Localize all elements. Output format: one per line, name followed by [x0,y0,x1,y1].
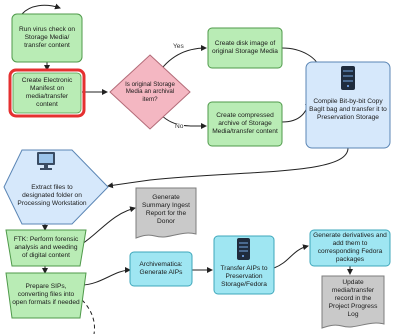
server-icon-transfer [237,238,250,260]
monitor-icon [37,152,55,170]
node-shape-transfer-aips [213,235,275,295]
node-shape-extract-files [3,149,109,225]
edge-archive-to-compile [281,99,311,123]
server-icon [341,66,355,90]
edge-sips-dashed-continue [81,299,95,334]
edge-compile-to-extract [107,147,349,189]
node-shape-compressed-archive [207,101,283,147]
edge-sips-to-archivematica [81,267,131,286]
node-shape-ftk [5,229,87,267]
edge-transfer-to-derivatives [273,244,309,269]
node-shape-update-record [321,275,385,329]
node-shape-disk-image [207,27,283,69]
node-shape-ingest-report [135,187,197,239]
node-shape-virus-check [11,13,83,63]
edge-label-no: No [174,123,185,131]
node-shape-compile-bagit [305,61,391,149]
edge-ftk-to-report [81,206,136,245]
edge-top-incoming [21,3,61,15]
edge-label-yes: Yes [172,43,185,51]
node-shape-create-manifest [12,72,82,114]
node-shape-archivematica [129,251,193,287]
node-shape-decision [109,54,191,130]
node-shape-prepare-sips [5,272,87,319]
node-shape-create-manifest-highlight [8,68,86,118]
node-shape-derivatives [309,229,391,267]
